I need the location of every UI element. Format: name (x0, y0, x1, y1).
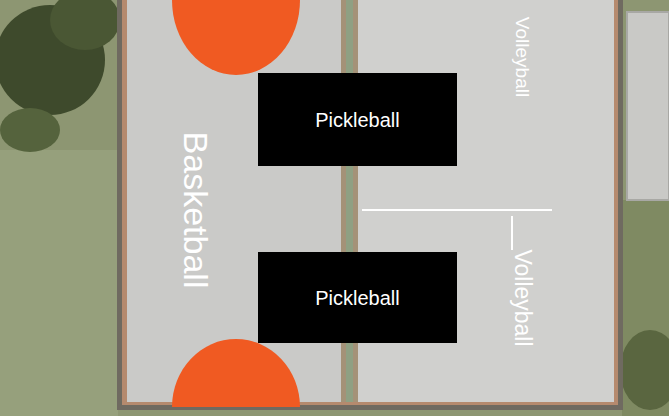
key-semicircle (172, 0, 300, 75)
court-box: Pickleball (258, 73, 457, 166)
court-label: Basketball (179, 132, 213, 289)
net-line (511, 216, 513, 250)
tree (620, 330, 669, 410)
key-semicircle (172, 339, 300, 407)
court-fence (117, 0, 623, 410)
court-label: Volleyball (513, 17, 532, 97)
court-name: Pickleball (315, 109, 399, 131)
net-line (362, 209, 552, 211)
court-name: Pickleball (315, 287, 399, 309)
building-roof (627, 12, 669, 200)
grass-patch (0, 150, 118, 416)
court-box: Pickleball (258, 252, 457, 343)
tree (50, 0, 120, 50)
court-border (122, 0, 618, 405)
tree (0, 108, 60, 152)
court-label: Volleyball (511, 249, 534, 346)
